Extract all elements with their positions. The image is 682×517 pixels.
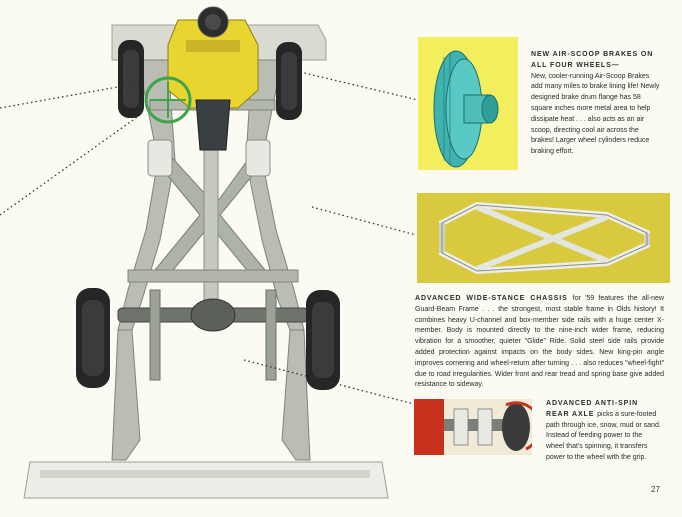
- axle-body: picks a sure-footed path through ice, sn…: [546, 410, 661, 461]
- chassis-body: for '59 features the all-new Guard-Beam …: [415, 295, 664, 389]
- page-number: 27: [651, 485, 660, 494]
- anti-spin-axle-illustration: [414, 399, 532, 455]
- axle-heading: ADVANCED ANTI-SPIN REAR AXLE: [546, 400, 639, 418]
- brakes-body: New, cooler-running Air-Scoop Brakes add…: [531, 72, 660, 156]
- brake-drum-illustration: [418, 37, 518, 170]
- chassis-heading: ADVANCED WIDE-STANCE CHASSIS: [415, 295, 573, 302]
- brakes-heading: NEW AIR-SCOOP BRAKES ON ALL FOUR WHEELS—: [531, 51, 654, 69]
- axle-copy: ADVANCED ANTI-SPIN REAR AXLE picks a sur…: [546, 399, 661, 464]
- chassis-copy: ADVANCED WIDE-STANCE CHASSIS for '59 fea…: [415, 294, 664, 391]
- brakes-copy: NEW AIR-SCOOP BRAKES ON ALL FOUR WHEELS—…: [531, 50, 660, 158]
- guard-beam-frame-illustration: [417, 193, 670, 283]
